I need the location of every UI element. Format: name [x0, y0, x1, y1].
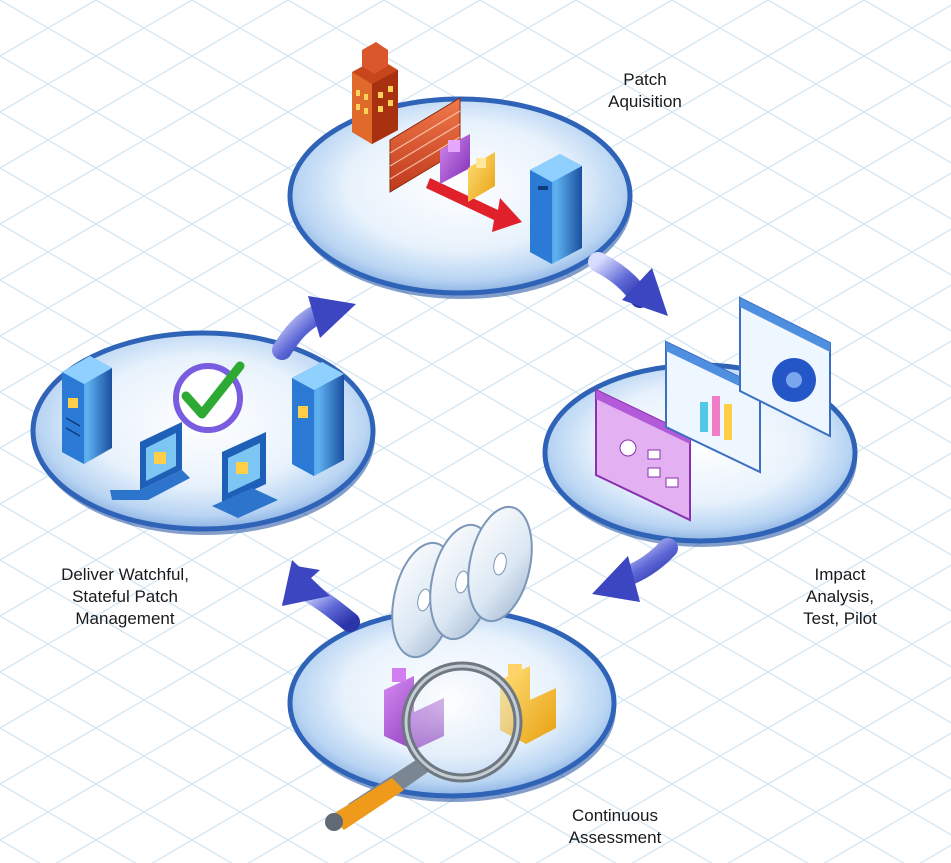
red-arrow-icon	[426, 178, 522, 232]
label-line: Test, Pilot	[803, 609, 877, 628]
server-icon	[62, 356, 112, 464]
label-patch-acquisition: Patch Aquisition	[585, 69, 705, 113]
label-line: Assessment	[568, 828, 662, 847]
label-line: Management	[75, 609, 175, 628]
bar-chart-window-icon	[665, 340, 761, 474]
office-building-icon	[352, 42, 398, 144]
arrow-deliver-to-acquisition	[272, 296, 356, 360]
arrow-assessment-to-deliver	[282, 560, 360, 632]
desktop-icon	[212, 432, 278, 518]
magnifying-glass-icon	[325, 661, 523, 831]
arrow-acquisition-to-impact	[588, 252, 668, 316]
label-line: Analysis,	[805, 587, 875, 606]
label-deliver-management: Deliver Watchful, Stateful Patch Managem…	[30, 564, 220, 630]
laptop-icon	[110, 422, 190, 500]
checkmark-icon	[173, 361, 245, 433]
pie-chart-window-icon	[739, 296, 831, 438]
label-line: Deliver Watchful,	[61, 565, 189, 584]
label-line: Aquisition	[608, 92, 682, 111]
label-continuous-assessment: Continuous Assessment	[545, 805, 685, 849]
flowchart-window-icon	[595, 388, 691, 522]
label-line: Continuous	[571, 806, 658, 825]
label-line: Stateful Patch	[72, 587, 178, 606]
firewall-icon	[389, 97, 461, 193]
arrow-impact-to-assessment	[592, 538, 678, 602]
server-tower-icon	[530, 154, 582, 264]
puzzle-piece-icon	[440, 134, 495, 202]
label-line: Impact	[814, 565, 866, 584]
cd-discs-icon	[391, 505, 533, 659]
label-line: Patch	[623, 70, 667, 89]
label-impact-analysis: Impact Analysis, Test, Pilot	[790, 564, 890, 630]
server-tower-icon	[292, 362, 344, 476]
